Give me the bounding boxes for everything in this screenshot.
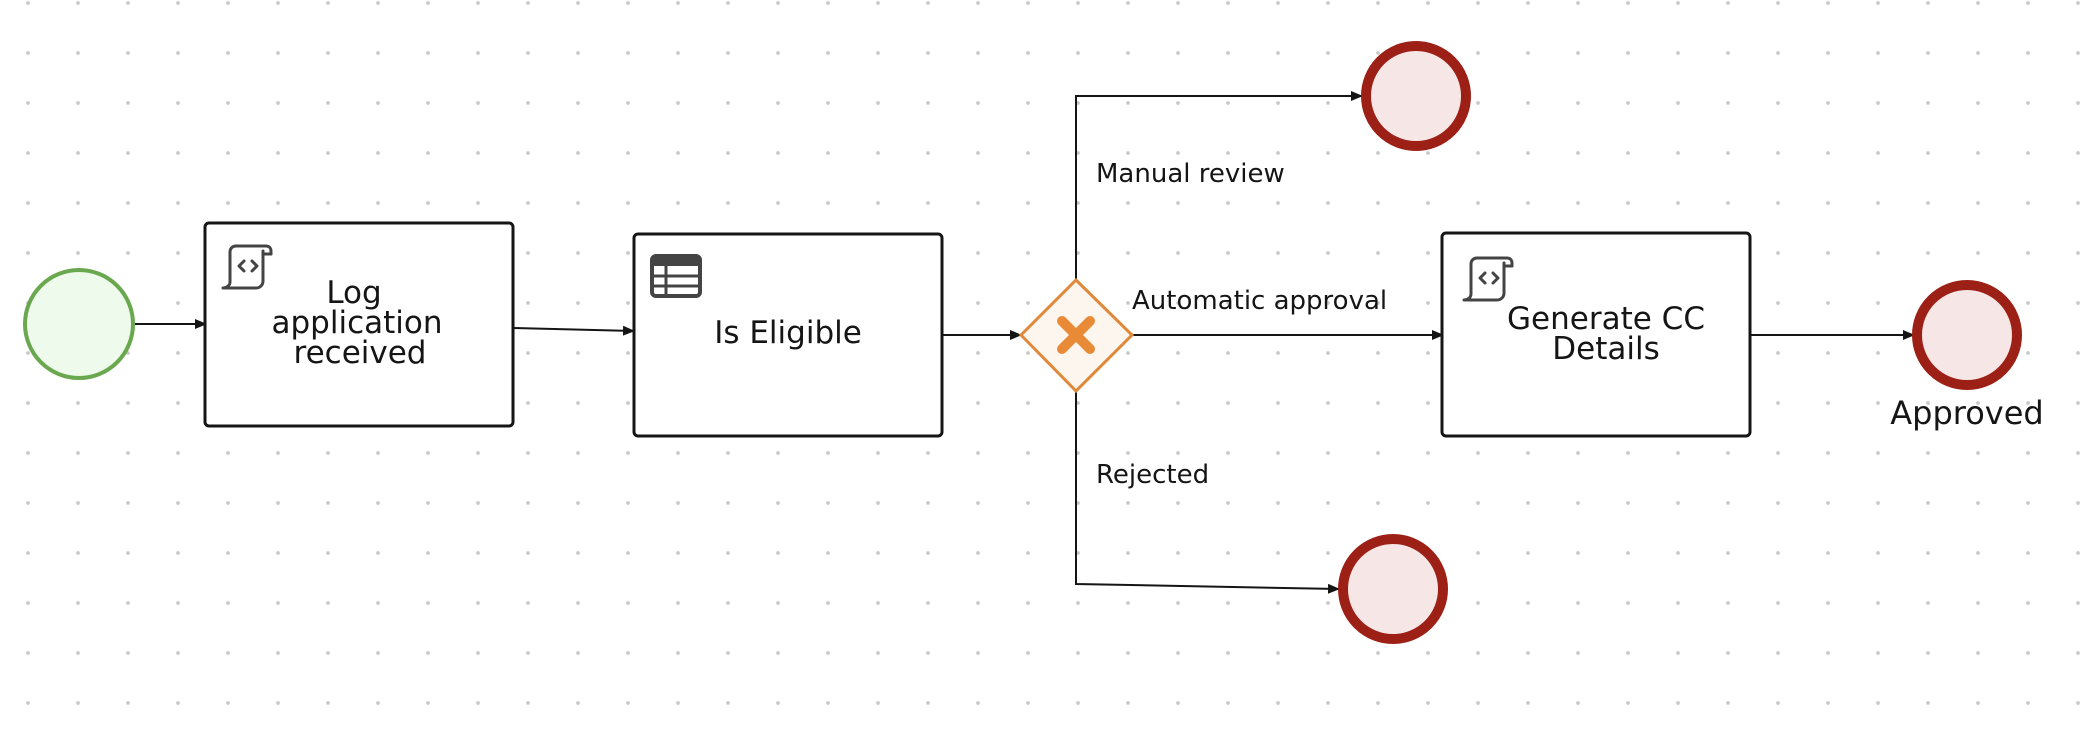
flow-rejected[interactable]	[1075, 391, 1340, 594]
task-is-eligible-label: Is Eligible	[714, 315, 862, 351]
task-log-line-1: Log	[326, 275, 381, 311]
task-generate-line-2: Details	[1552, 331, 1659, 367]
flow-manual-review[interactable]	[1075, 91, 1363, 279]
task-is-eligible[interactable]: Is Eligible	[632, 232, 944, 438]
task-log-application[interactable]: Log application received	[203, 221, 515, 428]
script-icon	[221, 244, 273, 290]
flow-label-manual-review: Manual review	[1096, 159, 1285, 189]
end-event-rejected[interactable]	[1338, 534, 1448, 644]
end-event-approved-label: Approved	[1890, 394, 2043, 432]
decision-table-icon	[650, 254, 702, 298]
task-generate-cc-details[interactable]: Generate CC Details	[1440, 231, 1752, 438]
flow-label-rejected: Rejected	[1096, 460, 1209, 490]
task-log-line-2: application	[272, 305, 443, 341]
end-event-approved[interactable]	[1912, 280, 2022, 390]
start-event[interactable]	[23, 268, 135, 380]
flow-label-automatic-approval: Automatic approval	[1132, 286, 1387, 316]
task-log-line-3: received	[294, 335, 427, 371]
end-event-manual-review[interactable]	[1361, 41, 1471, 151]
exclusive-gateway[interactable]	[1018, 277, 1135, 394]
task-generate-line-1: Generate CC	[1507, 301, 1705, 337]
sequence-flows	[134, 91, 1915, 594]
x-icon	[1057, 316, 1095, 354]
flow-log-to-eligible[interactable]	[513, 325, 635, 336]
script-icon	[1462, 256, 1514, 302]
